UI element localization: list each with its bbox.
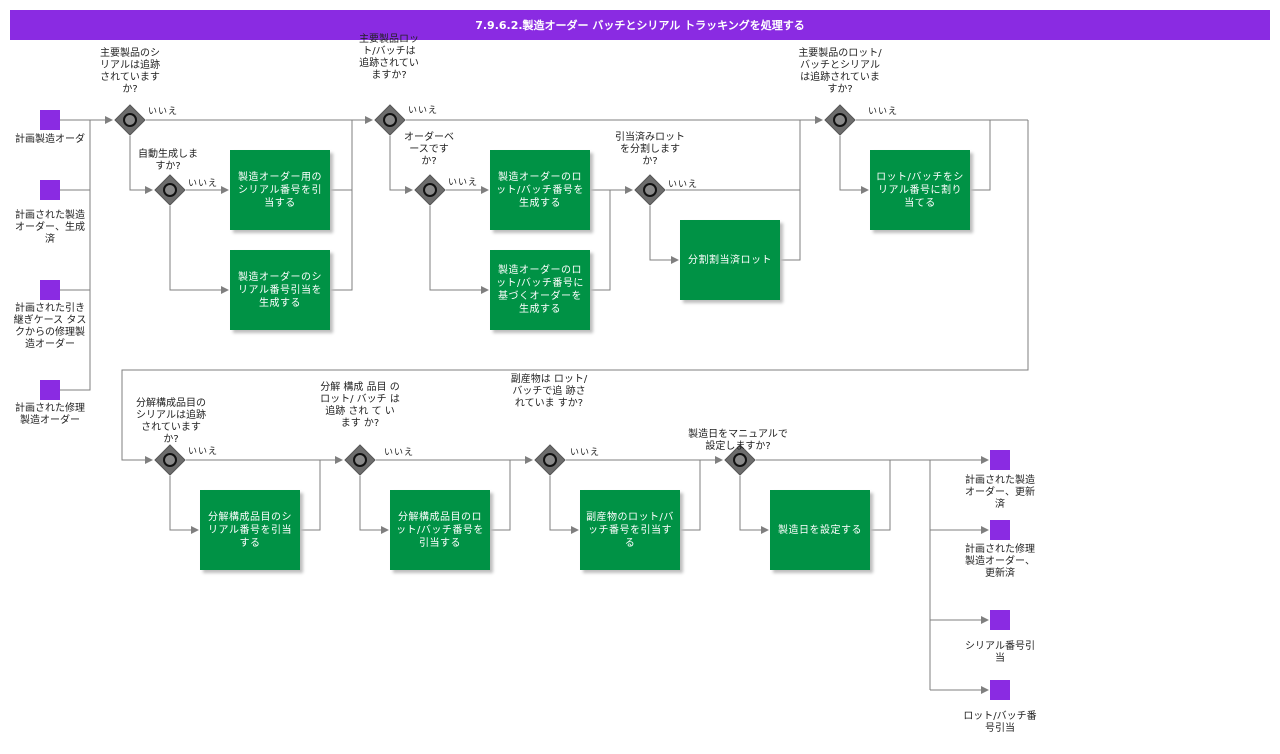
gateway-question: 主要製品ロット/バッチは追跡されていますか?	[359, 34, 419, 81]
task-box[interactable]: 製造オーダーのシリアル番号引当を生成する	[230, 250, 330, 330]
gateway-diamond[interactable]	[154, 444, 186, 476]
end-event[interactable]	[990, 520, 1010, 540]
no-label: いいえ	[188, 179, 219, 189]
gateway-question: 副産物は ロット/バッチで追 跡されていま すか?	[510, 374, 588, 409]
end-event-label: シリアル番号引当	[965, 641, 1035, 664]
gateway-diamond[interactable]	[414, 174, 446, 206]
no-label: いいえ	[408, 106, 439, 116]
gateway-diamond[interactable]	[114, 104, 146, 136]
gateway-diamond[interactable]	[634, 174, 666, 206]
start-event[interactable]	[40, 180, 60, 200]
task-box[interactable]: 製造オーダー用のシリアル番号を引当する	[230, 150, 330, 230]
no-label: いいえ	[384, 448, 415, 458]
gateway-question: 自動生成しますか?	[138, 149, 198, 172]
end-event-label: 計画された製造オーダー、更新済	[965, 475, 1035, 510]
gateway-question: 主要製品のシリアルは追跡されていますか?	[100, 48, 160, 95]
start-event-label: 計画された引き 継ぎケース タス クからの修理製 造オーダー	[13, 303, 87, 350]
task-box[interactable]: 分解構成品目のロット/バッチ番号を引当する	[390, 490, 490, 570]
start-event[interactable]	[40, 110, 60, 130]
gateway-question: 製造日をマニュアルで設定しますか?	[688, 429, 788, 452]
start-event[interactable]	[40, 280, 60, 300]
gateway-question: オーダーベースですか?	[404, 132, 454, 167]
start-event-label: 計画された修理製造オーダー	[15, 403, 85, 426]
no-label: いいえ	[448, 178, 479, 188]
end-event-label: 計画された修理 製造オーダー、 更新済	[965, 544, 1035, 579]
task-box[interactable]: ロット/バッチをシリアル番号に割り当てる	[870, 150, 970, 230]
gateway-question: 分解 構成 品目 の ロット/ バッチ は 追跡 され て い ます か?	[320, 382, 400, 429]
no-label: いいえ	[188, 447, 219, 457]
start-event[interactable]	[40, 380, 60, 400]
gateway-diamond[interactable]	[724, 444, 756, 476]
end-event[interactable]	[990, 450, 1010, 470]
gateway-question: 分解構成品目のシリアルは追跡されていますか?	[136, 398, 206, 445]
gateway-diamond[interactable]	[534, 444, 566, 476]
end-event[interactable]	[990, 610, 1010, 630]
task-box[interactable]: 分解構成品目のシリアル番号を引当する	[200, 490, 300, 570]
start-event-label: 計画製造オーダ	[15, 134, 85, 145]
gateway-diamond[interactable]	[824, 104, 856, 136]
no-label: いいえ	[148, 107, 179, 117]
task-box[interactable]: 製造オーダーのロット/バッチ番号を生成する	[490, 150, 590, 230]
task-box[interactable]: 副産物のロット/バッチ番号を引当する	[580, 490, 680, 570]
task-box[interactable]: 分割割当済ロット	[680, 220, 780, 300]
no-label: いいえ	[570, 448, 601, 458]
task-box[interactable]: 製造日を設定する	[770, 490, 870, 570]
no-label: いいえ	[868, 107, 899, 117]
task-box[interactable]: 製造オーダーのロット/バッチ番号に基づくオーダーを生成する	[490, 250, 590, 330]
diagram-title: 7.9.6.2.製造オーダー バッチとシリアル トラッキングを処理する	[10, 10, 1270, 40]
gateway-diamond[interactable]	[344, 444, 376, 476]
no-label: いいえ	[668, 180, 699, 190]
end-event[interactable]	[990, 680, 1010, 700]
start-event-label: 計画された製造オーダー、生成済	[15, 210, 85, 245]
gateway-question: 引当済みロットを分割しますか?	[615, 132, 685, 167]
end-event-label: ロット/バッチ番号引当	[963, 711, 1037, 734]
gateway-question: 主要製品のロット/バッチとシリアルは追跡されていますか?	[798, 48, 882, 95]
gateway-diamond[interactable]	[154, 174, 186, 206]
gateway-diamond[interactable]	[374, 104, 406, 136]
